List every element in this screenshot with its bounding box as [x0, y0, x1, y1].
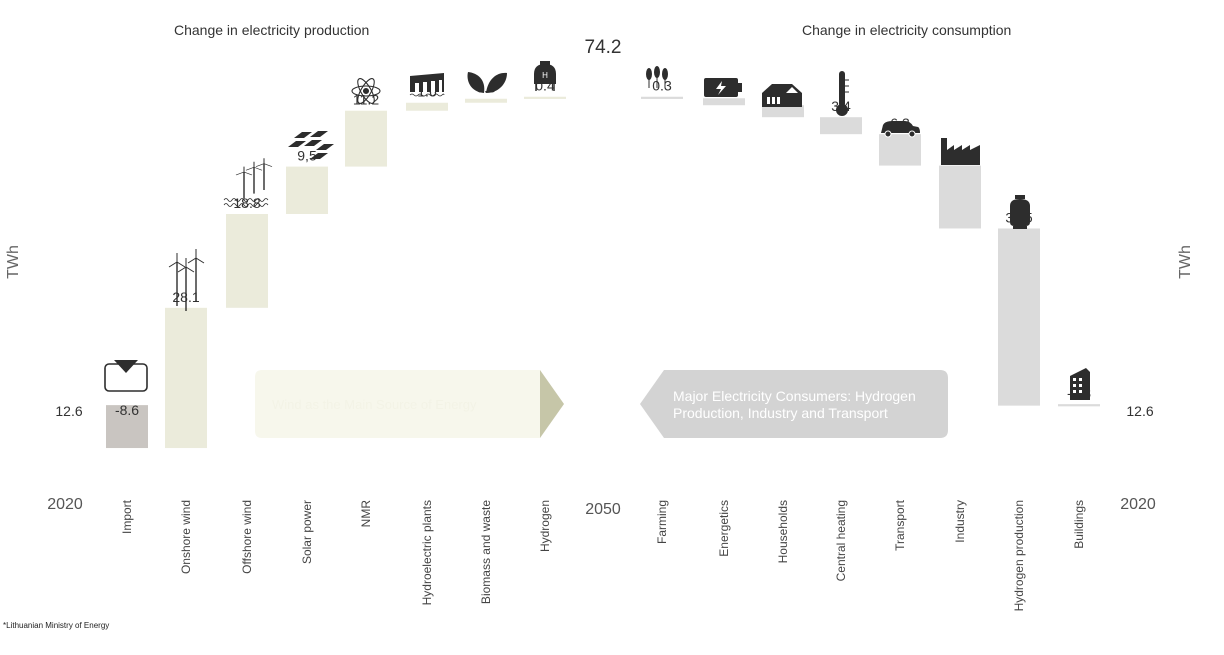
production-category-hydroelectric-plants: Hydroelectric plants: [420, 500, 434, 605]
consumption-bar-energetics: [703, 98, 745, 106]
hydrogen-tank-icon: H: [534, 61, 556, 91]
end-value: 12.6: [1126, 403, 1153, 419]
production-bar-hydrogen: [524, 96, 566, 99]
consumption-bar-buildings: [1058, 404, 1100, 407]
production-value-solar-power: 9,5: [297, 148, 317, 164]
consumption-title: Change in electricity consumption: [802, 22, 1011, 38]
y-unit-right: TWh: [1177, 245, 1194, 279]
production-value-offshore-wind: 18.8: [233, 195, 260, 211]
production-title: Change in electricity production: [174, 22, 369, 38]
consumption-bar-central-heating: [820, 117, 862, 135]
consumption-category-central-heating: Central heating: [834, 500, 848, 581]
production-bar-import: [106, 405, 148, 449]
y-unit-left: TWh: [5, 245, 22, 279]
production-bar-hydroelectric-plants: [406, 102, 448, 111]
battery-icon: [704, 78, 742, 97]
leaves-icon: [467, 72, 507, 93]
car-icon: [881, 121, 920, 138]
production-note-text: Wind as the Main Source of Energy: [272, 397, 477, 412]
end-year: 2020: [1120, 496, 1156, 513]
factory-icon: [941, 138, 980, 165]
consumption-value-farming: 0.3: [652, 78, 672, 94]
production-bar-onshore-wind: [165, 307, 207, 449]
production-category-import: Import: [120, 499, 134, 534]
gas-cylinder-icon: [1010, 195, 1030, 229]
solar-panels-icon: [288, 131, 334, 159]
consumption-bar-farming: [641, 96, 683, 99]
production-value-import: -8.6: [115, 402, 139, 418]
svg-text:H: H: [542, 71, 548, 80]
production-bar-biomass-and-waste: [465, 98, 507, 103]
consumption-bar-industry: [939, 165, 981, 229]
consumption-category-hydrogen-production: Hydrogen production: [1012, 500, 1026, 611]
source-note: *Lithuanian Ministry of Energy: [3, 621, 109, 630]
house-icon: [762, 84, 802, 107]
thermometer-icon: [836, 71, 849, 116]
consumption-category-farming: Farming: [655, 500, 669, 544]
import-icon: [104, 360, 148, 392]
dam-icon: [409, 73, 445, 97]
production-category-onshore-wind: Onshore wind: [179, 500, 193, 574]
consumption-category-buildings: Buildings: [1072, 500, 1086, 549]
production-note: Wind as the Main Source of Energy: [255, 370, 564, 438]
production-category-solar-power: Solar power: [300, 500, 314, 564]
consumption-category-households: Households: [776, 500, 790, 563]
consumption-bar-transport: [879, 134, 921, 166]
start-year: 2020: [47, 496, 83, 513]
consumption-category-transport: Transport: [893, 499, 907, 551]
production-bar-offshore-wind: [226, 214, 268, 308]
consumption-category-energetics: Energetics: [717, 500, 731, 557]
consumption-note-line1: Major Electricity Consumers: Hydrogen: [673, 388, 916, 404]
consumption-bar-households: [762, 105, 804, 118]
consumption-note: Major Electricity Consumers: Hydrogen Pr…: [640, 370, 948, 438]
production-category-hydrogen: Hydrogen: [538, 500, 552, 552]
production-bar-nmr: [345, 110, 387, 167]
consumption-category-industry: Industry: [953, 500, 967, 543]
wheat-icon: [646, 66, 668, 88]
middle-value: 74.2: [585, 37, 622, 58]
production-category-offshore-wind: Offshore wind: [240, 500, 254, 574]
building-icon: [1070, 368, 1090, 400]
middle-year: 2050: [585, 501, 621, 518]
production-bar-solar-power: [286, 166, 328, 215]
consumption-bar-hydrogen-production: [998, 228, 1040, 406]
start-value: 12.6: [55, 403, 82, 419]
consumption-note-line2: Production, Industry and Transport: [673, 405, 888, 421]
atom-icon: [351, 78, 381, 104]
production-category-nmr: NMR: [359, 500, 373, 528]
production-category-biomass-and-waste: Biomass and waste: [479, 500, 493, 604]
